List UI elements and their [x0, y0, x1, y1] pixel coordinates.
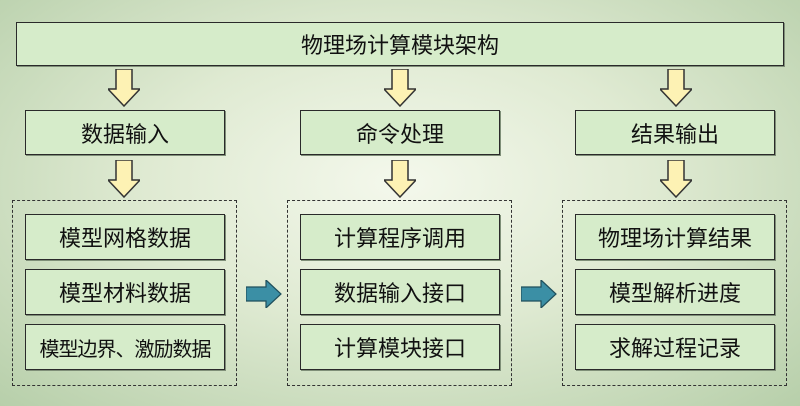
- item-compute-module-interface: 计算模块接口: [300, 324, 500, 370]
- group-command-processing: [287, 200, 512, 386]
- diagram-title: 物理场计算模块架构: [16, 22, 784, 66]
- item-program-call: 计算程序调用: [300, 214, 500, 260]
- group-result-output: [562, 200, 787, 386]
- item-field-results: 物理场计算结果: [575, 214, 775, 260]
- item-solve-log: 求解过程记录: [575, 324, 775, 370]
- down-arrow-icon: [384, 160, 416, 198]
- header-command-processing: 命令处理: [300, 110, 500, 155]
- item-model-mesh-data: 模型网格数据: [25, 214, 225, 260]
- down-arrow-icon: [660, 69, 692, 107]
- item-model-material-data: 模型材料数据: [25, 269, 225, 315]
- header-data-input: 数据输入: [25, 110, 225, 155]
- header-result-output: 结果输出: [575, 110, 775, 155]
- group-data-input: [12, 200, 237, 386]
- item-model-boundary-data: 模型边界、激励数据: [25, 324, 225, 370]
- right-arrow-icon: [246, 280, 282, 308]
- down-arrow-icon: [108, 160, 140, 198]
- right-arrow-icon: [521, 280, 557, 308]
- item-parse-progress: 模型解析进度: [575, 269, 775, 315]
- down-arrow-icon: [660, 160, 692, 198]
- down-arrow-icon: [108, 69, 140, 107]
- down-arrow-icon: [384, 69, 416, 107]
- item-data-input-interface: 数据输入接口: [300, 269, 500, 315]
